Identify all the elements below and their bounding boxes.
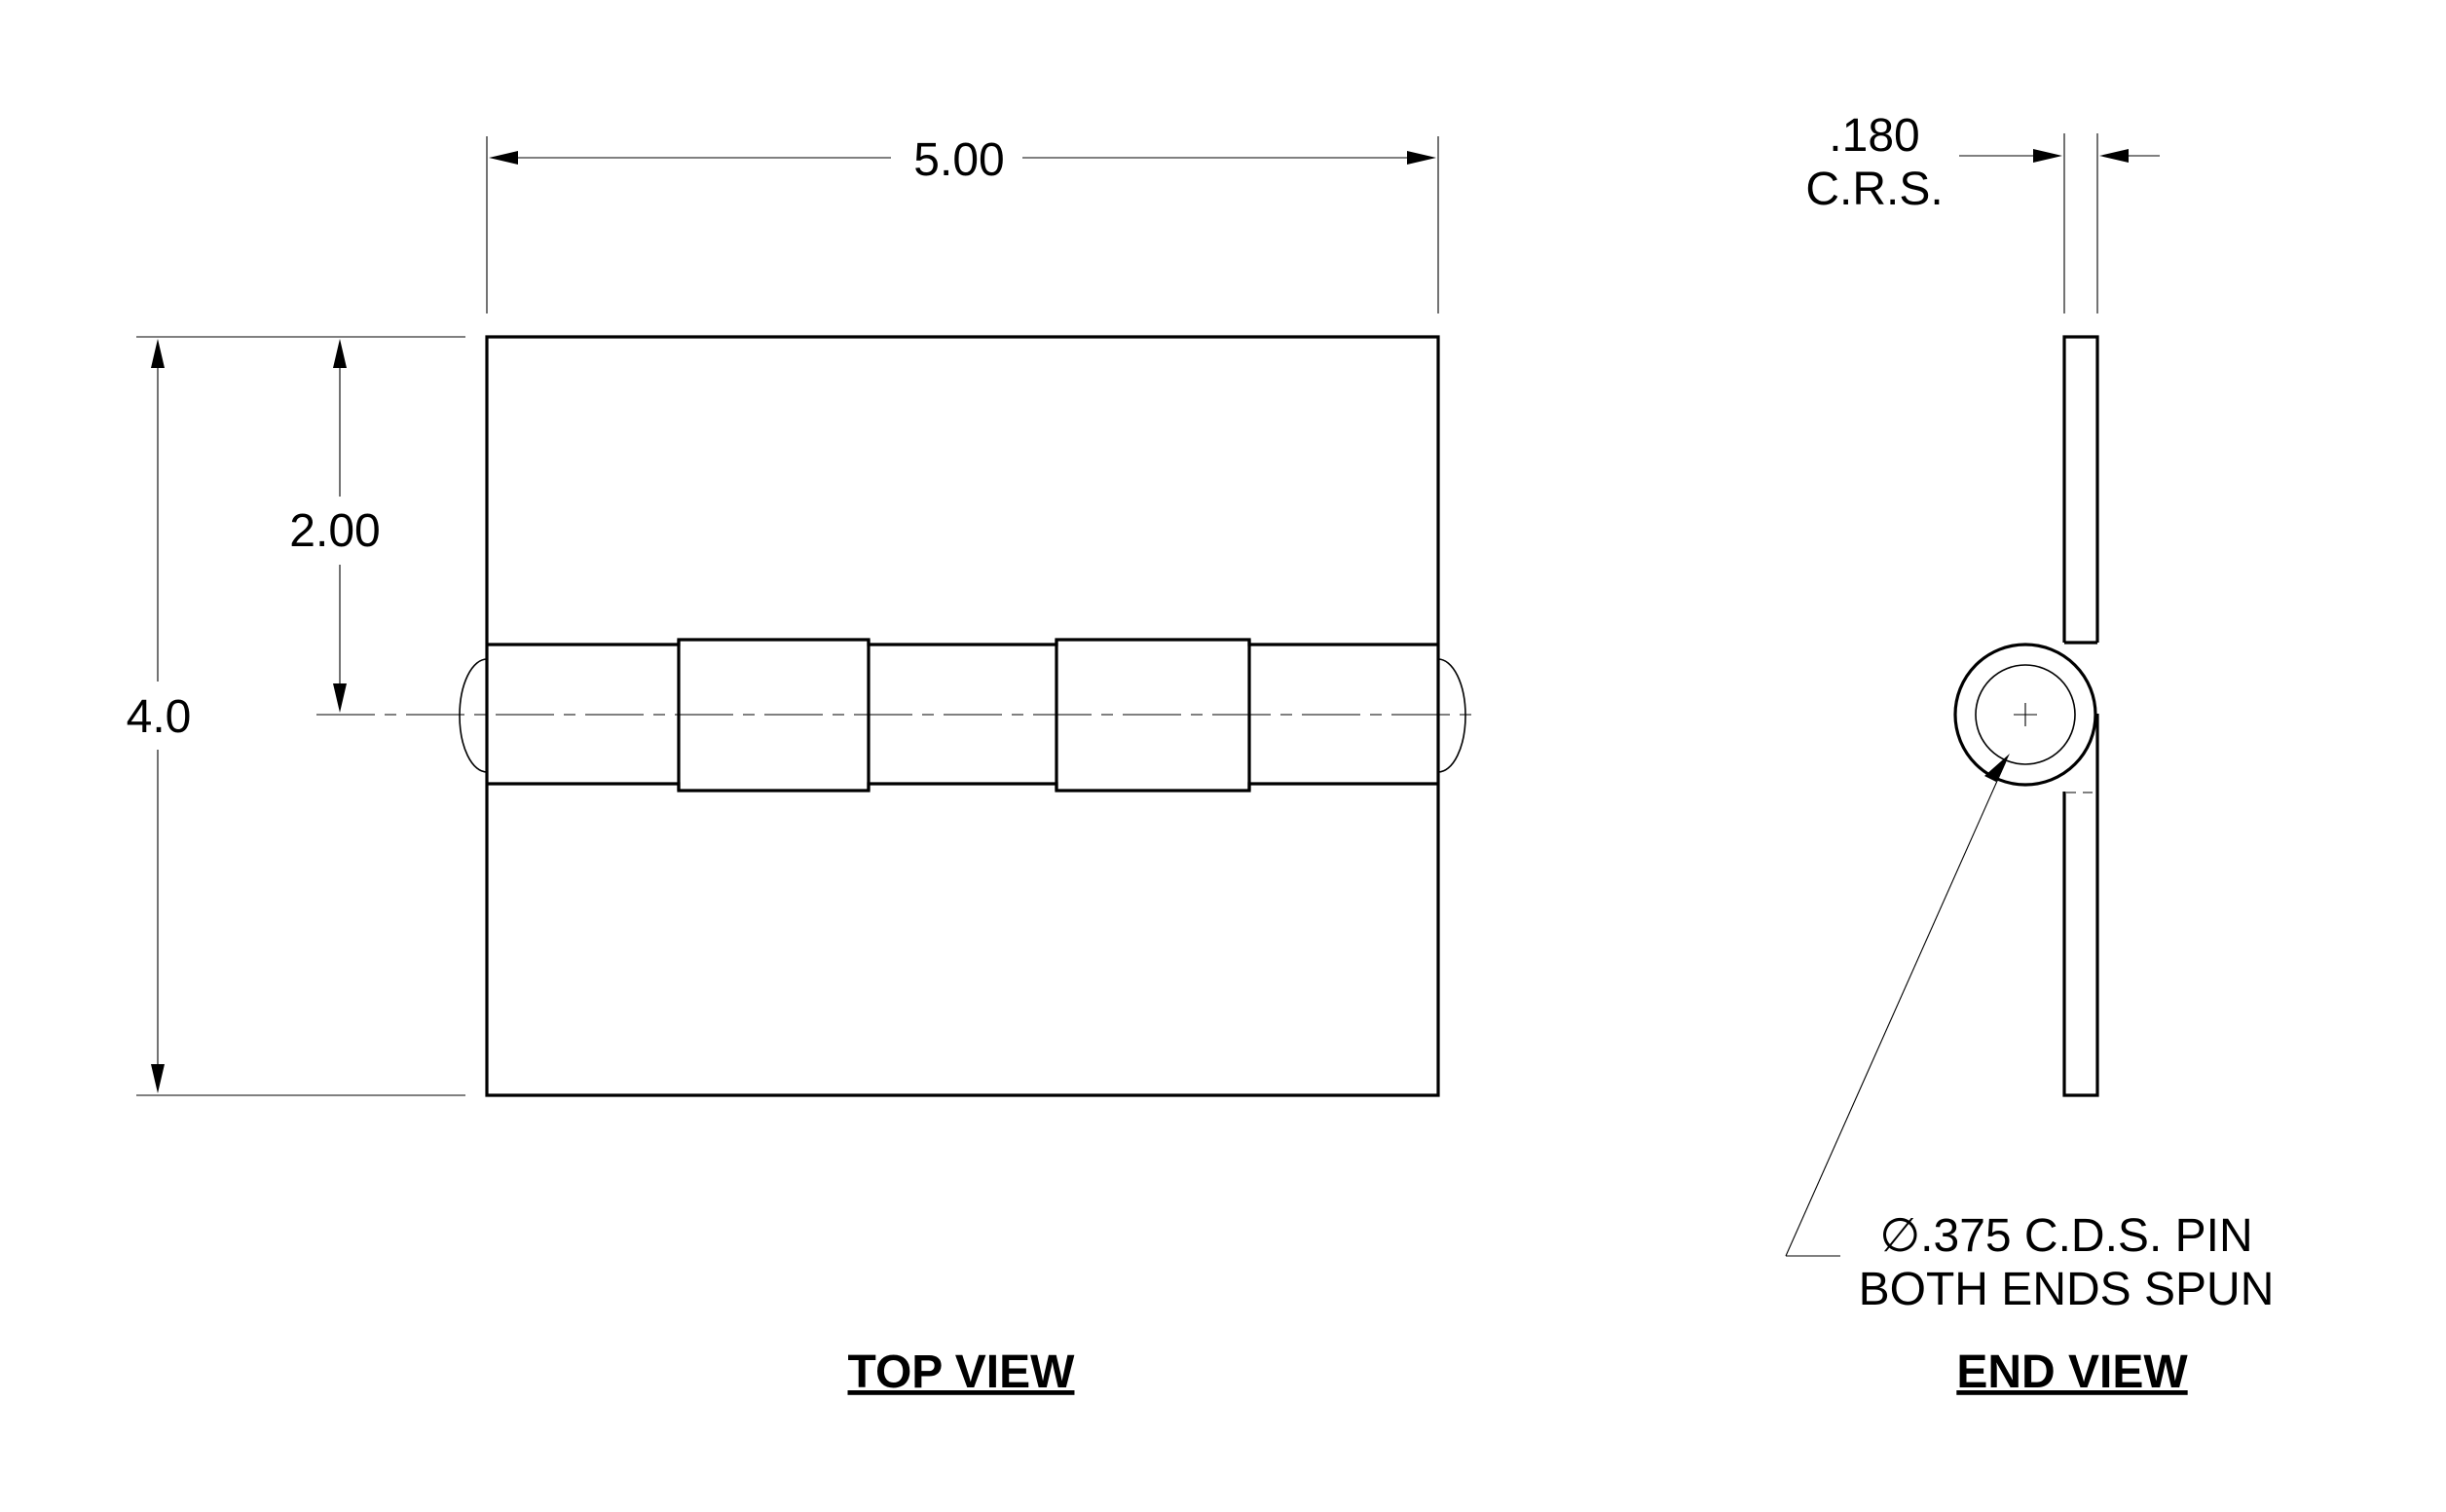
height-value: 4.0 xyxy=(127,691,192,743)
pin-head-left xyxy=(459,658,488,773)
pin-leader xyxy=(1785,754,2010,1257)
width-dimension: 5.00 xyxy=(486,134,1439,313)
pin-head-right xyxy=(1437,658,1466,773)
pin-height-value: 2.00 xyxy=(289,505,380,557)
thickness-material: C.R.S. xyxy=(1805,164,1943,215)
pin-circle xyxy=(1975,664,2076,765)
upper-leaf-outline xyxy=(485,335,1440,645)
hidden-knuckle xyxy=(2024,644,2096,786)
top-view: 5.00 4.0 2.00 TOP VIEW xyxy=(127,134,1480,1398)
end-view-title: END VIEW xyxy=(1956,1346,2188,1398)
width-value: 5.00 xyxy=(913,134,1004,186)
lower-leaf-outline xyxy=(485,784,1440,1097)
end-view: .180 C.R.S. ∅.375 C.D.S. PIN BOTH ENDS S… xyxy=(1785,110,2275,1398)
pin-height-dimension: 2.00 xyxy=(289,339,381,713)
lower-leaf-edge xyxy=(2062,714,2099,1097)
height-dimension: 4.0 xyxy=(127,336,465,1096)
thickness-value: .180 xyxy=(1829,110,1919,162)
top-view-title: TOP VIEW xyxy=(848,1346,1076,1398)
pin-note-line2: BOTH ENDS SPUN xyxy=(1859,1264,2275,1315)
thickness-dimension: .180 C.R.S. xyxy=(1805,110,2160,313)
pin-note-line1: ∅.375 C.D.S. PIN xyxy=(1879,1210,2252,1262)
upper-leaf-edge xyxy=(2062,335,2099,643)
